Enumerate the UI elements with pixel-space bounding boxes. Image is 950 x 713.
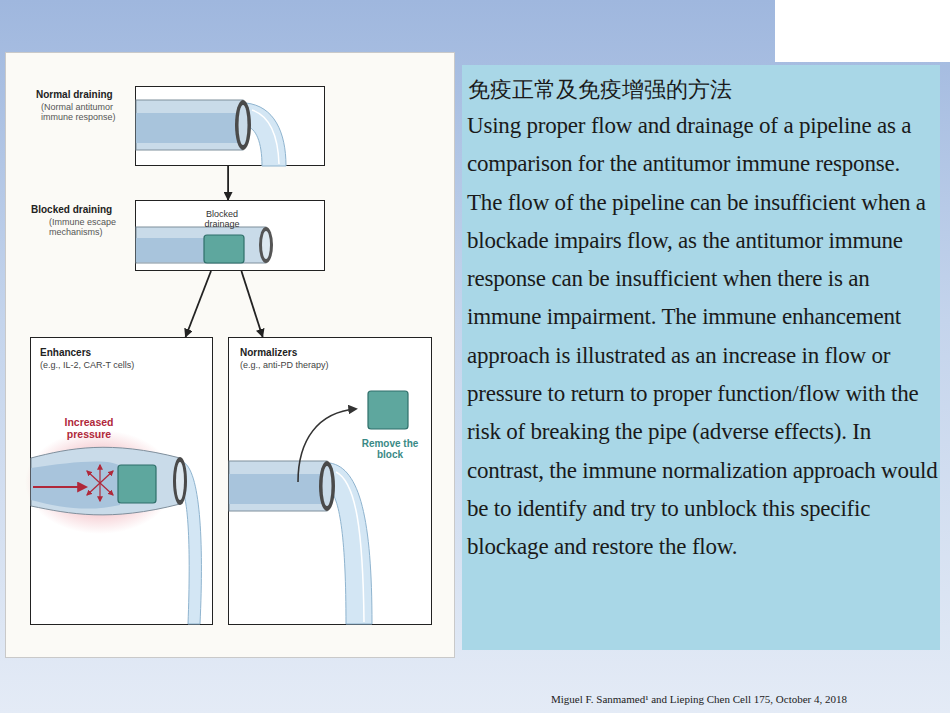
panel-subheading: (e.g., IL-2, CAR-T cells) — [40, 360, 208, 370]
slide-title: 免疫正常及免疫增强的方法 — [468, 75, 768, 105]
blocked-pipe — [136, 227, 273, 263]
panel-subheading: (Normal antitumor immune response) — [41, 102, 129, 122]
flow-arrow — [186, 271, 211, 337]
panel-heading: Normalizers — [240, 347, 420, 358]
blocked-panel: Blocked draining(Immune escape mechanism… — [135, 200, 325, 271]
enhancer-pipe — [25, 430, 201, 624]
panel-heading: Enhancers — [40, 347, 200, 358]
normalizers-panel: Normalizers (e.g., anti-PD therapy) Remove… — [228, 337, 432, 625]
flow-arrow — [241, 271, 262, 337]
block-label: Blocked drainage — [191, 209, 253, 229]
cover-block — [775, 0, 950, 62]
pressure-label: Increased pressure — [53, 416, 125, 440]
panel-heading: Blocked draining — [31, 204, 135, 215]
flow-arrow — [227, 166, 229, 200]
enhancers-panel: Enhancers (e.g., IL-2, CAR-T cells) Increa… — [30, 337, 213, 625]
citation: Miguel F. Sanmamed¹ and Lieping Chen Cel… — [551, 693, 847, 705]
panel-subheading: (Immune escape mechanisms) — [49, 217, 133, 237]
normalizer-pipe — [229, 391, 408, 624]
panel-heading: Normal draining — [36, 89, 134, 100]
panel-subheading: (e.g., anti-PD therapy) — [240, 360, 425, 370]
body-text: Using proper flow and drainage of a pipe… — [467, 107, 939, 567]
normal-panel: Normal draining(Normal antitumor immune … — [135, 86, 325, 166]
normal-pipe — [136, 100, 286, 166]
text-box: 免疫正常及免疫增强的方法Using proper flow and draina… — [462, 65, 940, 650]
remove-label: Remove the block — [356, 438, 424, 460]
